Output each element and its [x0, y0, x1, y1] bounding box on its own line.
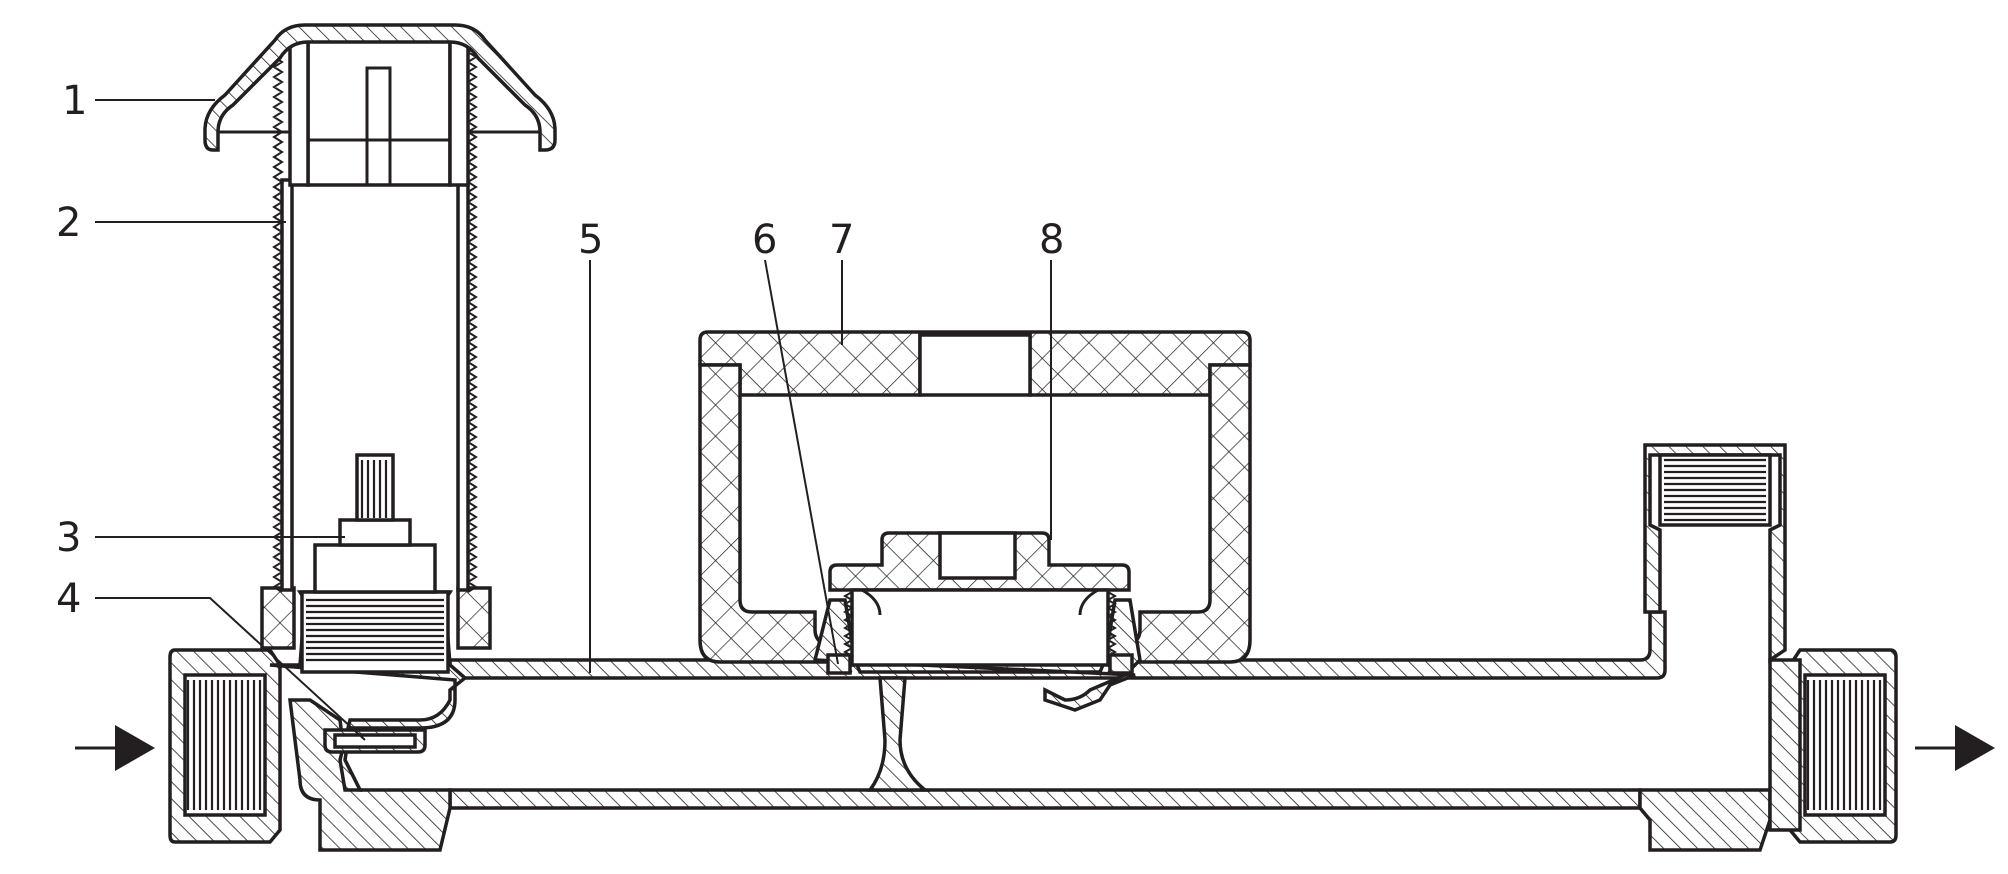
- pipe-bottom-wall: [448, 788, 1642, 810]
- inlet-threads: [186, 680, 262, 810]
- cover-assembly: [698, 330, 1252, 712]
- riser-fitting: [1643, 443, 1787, 664]
- tube-threads: [272, 41, 478, 593]
- filter-screen-edges: [861, 588, 1099, 616]
- label-part-1: 1: [62, 78, 87, 124]
- filter-screen: [850, 588, 1110, 667]
- arrow-right-icon: [1915, 725, 1995, 771]
- cover-top: [698, 330, 1252, 397]
- leader-4: [95, 597, 366, 741]
- seal-ring-left: [826, 653, 852, 675]
- insert-sleeve-right: [448, 38, 470, 187]
- label-part-7: 7: [829, 217, 854, 263]
- cover-wall-right: [1128, 363, 1252, 664]
- label-part-8: 8: [1039, 217, 1064, 263]
- riser-threads: [1664, 458, 1766, 522]
- lock-nut-left: [260, 586, 296, 650]
- leader-lines: [95, 99, 1052, 741]
- outlet-chamber: [1638, 788, 1772, 852]
- label-part-4: 4: [56, 576, 81, 622]
- cover-wall-left: [698, 363, 827, 664]
- seal-ring-right: [1108, 653, 1134, 675]
- tube-thread-zigzag: [272, 41, 284, 593]
- valve-washer-core: [333, 733, 417, 749]
- lock-nut-right: [456, 586, 492, 650]
- insert-slot: [365, 66, 392, 185]
- tube-thread-zigzag: [466, 41, 478, 593]
- slotted-insert: [306, 38, 452, 187]
- label-part-5: 5: [578, 217, 603, 263]
- inlet-fitting: [168, 648, 282, 844]
- insert-sleeve-left: [288, 38, 310, 187]
- cover-center-opening: [918, 333, 1032, 397]
- leader-6: [764, 259, 839, 665]
- label-part-6: 6: [752, 217, 777, 263]
- label-part-3: 3: [56, 515, 81, 561]
- riser-walls: [1643, 443, 1787, 664]
- tube-wall-right: [456, 178, 470, 592]
- cap: [203, 23, 557, 152]
- plug-hex-socket: [938, 531, 1017, 580]
- flow-divider: [866, 676, 930, 792]
- valve-housing-left: [260, 453, 492, 792]
- outlet-fitting: [1768, 648, 1898, 844]
- tube-wall-left: [280, 178, 294, 592]
- outlet-threads: [1806, 680, 1882, 810]
- cartridge-head: [313, 543, 437, 594]
- cartridge-hex: [338, 518, 412, 547]
- part-labels: 1 2 3 4 5 6 7 8: [56, 78, 1064, 622]
- outlet-neck: [1768, 658, 1802, 832]
- cartridge-threads: [306, 598, 444, 662]
- spindle-splines: [360, 460, 388, 518]
- label-part-2: 2: [56, 200, 81, 246]
- arrow-right-icon: [75, 725, 155, 771]
- strainer-housing: [812, 598, 1142, 712]
